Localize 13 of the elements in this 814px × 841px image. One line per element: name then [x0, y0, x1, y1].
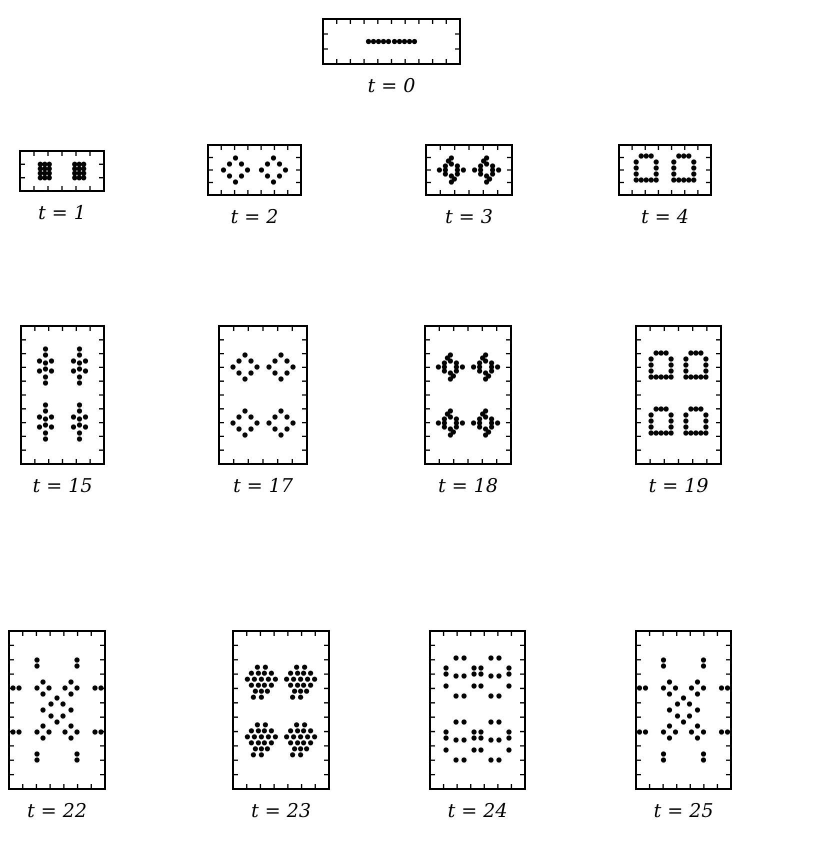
- time-label: t = 19: [648, 475, 708, 497]
- time-label: t = 23: [251, 800, 311, 822]
- time-label: t = 2: [230, 206, 278, 228]
- time-label: t = 15: [32, 475, 92, 497]
- time-label: t = 25: [654, 800, 714, 822]
- time-label: t = 4: [641, 206, 689, 228]
- time-label: t = 18: [438, 475, 498, 497]
- time-label: t = 17: [233, 475, 293, 497]
- time-label: t = 3: [445, 206, 493, 228]
- time-label: t = 0: [368, 75, 416, 97]
- time-label: t = 1: [38, 202, 86, 224]
- time-label: t = 22: [27, 800, 87, 822]
- time-label: t = 24: [448, 800, 508, 822]
